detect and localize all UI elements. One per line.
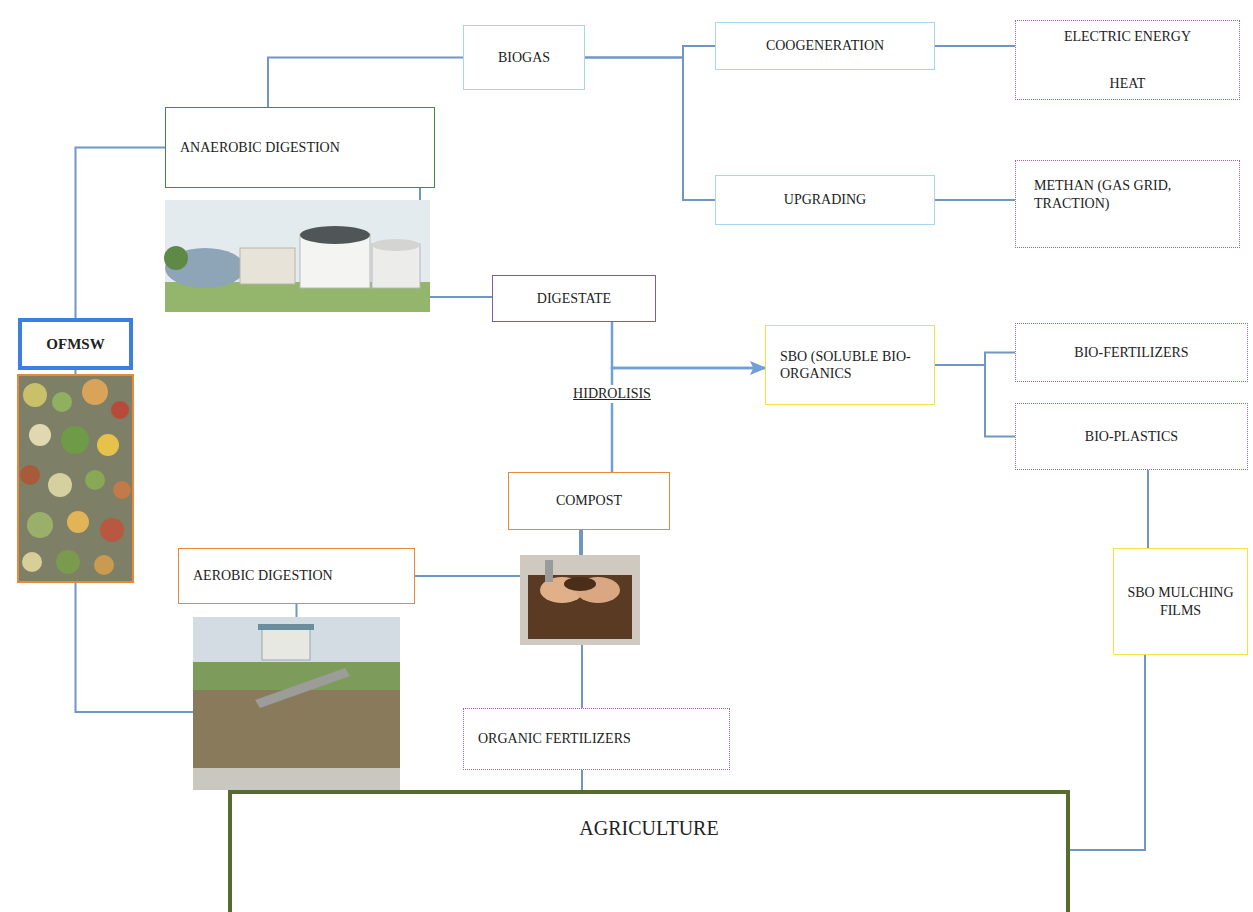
- box-label: ANAEROBIC DIGESTION: [180, 139, 340, 157]
- tank-roof: [300, 226, 370, 244]
- process-label: HIDROLISIS: [570, 385, 654, 403]
- box-label: DIGESTATE: [537, 290, 611, 308]
- box-label: SBO MULCHING FILMS: [1120, 584, 1241, 619]
- product-box: BIOGAS: [463, 25, 585, 90]
- product-box: COMPOST: [508, 472, 670, 530]
- connector: [585, 58, 715, 201]
- connector: [1070, 655, 1145, 850]
- connector: [268, 58, 463, 108]
- waste-piece: [48, 473, 72, 497]
- waste-piece: [82, 379, 108, 405]
- waste-piece: [100, 518, 124, 542]
- connector: [935, 199, 1015, 201]
- photo-frame: [18, 375, 133, 582]
- box-label: AGRICULTURE: [579, 816, 718, 841]
- roof: [258, 624, 314, 630]
- connector: [76, 148, 166, 319]
- waste-photo: [18, 375, 133, 582]
- process-box: ANAEROBIC DIGESTION: [165, 107, 435, 188]
- container: [520, 555, 640, 645]
- box-label: UPGRADING: [784, 191, 866, 209]
- output-box: BIO-PLASTICS: [1015, 403, 1248, 470]
- output-box: ORGANIC FERTILIZERS: [463, 708, 730, 770]
- connector: [612, 322, 765, 368]
- waste-piece: [85, 470, 105, 490]
- box-label: BIO-PLASTICS: [1085, 428, 1178, 446]
- box-label: HEAT: [1110, 75, 1146, 93]
- bridge: [255, 668, 350, 708]
- box-label: ELECTRIC ENERGY: [1064, 28, 1191, 46]
- connector: [420, 188, 492, 297]
- soil: [528, 575, 632, 639]
- connector: [935, 45, 1015, 47]
- output-box: BIO-FERTILIZERS: [1015, 323, 1248, 382]
- building: [240, 248, 295, 284]
- waste-piece: [94, 555, 114, 575]
- aerobic-plant-photo: [193, 617, 400, 790]
- tree: [164, 246, 188, 270]
- box-label: OFMSW: [46, 335, 104, 354]
- waste-piece: [23, 383, 47, 407]
- scoop: [545, 560, 553, 582]
- output-box: METHAN (GAS GRID, TRACTION): [1015, 160, 1240, 248]
- soil-heap: [564, 577, 596, 591]
- output-box: ELECTRIC ENERGY HEAT: [1015, 20, 1240, 100]
- connector: [1147, 470, 1149, 548]
- box-label: METHAN (GAS GRID, TRACTION): [1034, 177, 1233, 212]
- source-box: OFMSW: [18, 318, 133, 370]
- basin-edge: [193, 768, 400, 790]
- product-box: SBO (SOLUBLE BIO-ORGANICS: [765, 325, 935, 405]
- tank-roof: [372, 239, 420, 251]
- waste-piece: [27, 512, 53, 538]
- waste-piece: [22, 552, 42, 572]
- sky: [165, 200, 430, 312]
- box-label: AEROBIC DIGESTION: [193, 567, 333, 585]
- sky: [193, 617, 400, 790]
- process-box: AEROBIC DIGESTION: [178, 548, 415, 604]
- waste-piece: [113, 481, 131, 499]
- compost-photo: [520, 555, 640, 645]
- building: [262, 628, 310, 660]
- process-box: UPGRADING: [715, 175, 935, 225]
- waste-piece: [56, 550, 80, 574]
- waste-piece: [52, 392, 72, 412]
- target-box: AGRICULTURE: [228, 790, 1070, 912]
- product-box: DIGESTATE: [492, 275, 656, 322]
- waste-piece: [67, 511, 89, 533]
- process-box: COOGENERATION: [715, 22, 935, 70]
- box-label: BIOGAS: [498, 49, 550, 67]
- biogas-plant-photo: [164, 200, 430, 312]
- connector: [585, 46, 715, 58]
- waste-piece: [61, 426, 89, 454]
- box-label: BIO-FERTILIZERS: [1074, 344, 1188, 362]
- connector: [612, 368, 765, 472]
- box-label: COOGENERATION: [766, 37, 884, 55]
- product-box: SBO MULCHING FILMS: [1113, 548, 1248, 655]
- basin: [193, 690, 400, 770]
- box-label: SBO (SOLUBLE BIO-ORGANICS: [780, 348, 928, 383]
- connector: [935, 365, 1015, 437]
- waste-piece: [20, 465, 40, 485]
- waste-piece: [29, 424, 51, 446]
- connector: [581, 770, 583, 790]
- box-label: COMPOST: [556, 492, 622, 510]
- connector: [935, 353, 1015, 366]
- waste-piece: [111, 401, 129, 419]
- box-label: ORGANIC FERTILIZERS: [478, 730, 631, 748]
- waste-piece: [97, 434, 119, 456]
